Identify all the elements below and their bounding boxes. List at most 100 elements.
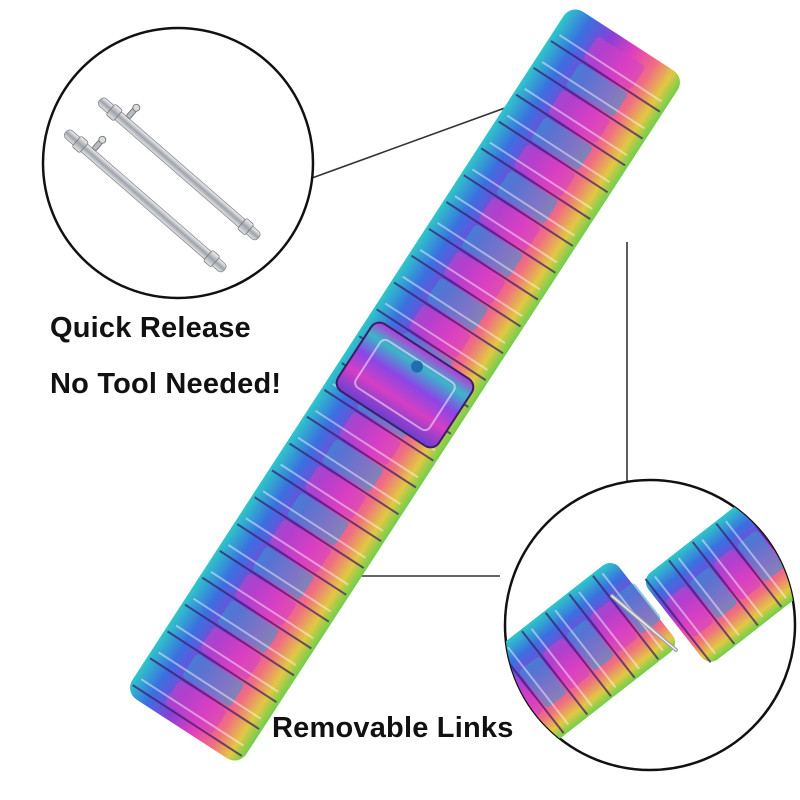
link-center [252,547,314,599]
link-separator [254,496,365,569]
spring-bar-pin-icon [97,97,261,241]
link-highlight [554,609,617,689]
link-highlight [262,490,367,559]
link-separator [498,120,609,194]
link-separator [393,281,504,355]
link-separator [288,442,400,516]
link-center [183,654,244,706]
link-highlight [701,538,764,618]
link-highlight [578,591,641,670]
quick-release-inset [41,26,315,300]
link-separator [271,469,382,543]
link-separator [306,415,417,489]
link-separator [323,389,434,462]
link-center [479,198,540,250]
spring-bar-pin-icon [63,129,227,273]
link-center [714,549,761,600]
link-highlight [297,436,401,505]
link-center [200,627,261,680]
link-center [666,586,713,637]
band-clasp [335,321,475,449]
link-highlight [210,571,314,640]
link-separator [715,522,783,608]
link-center [444,251,505,304]
link-highlight [677,557,740,636]
link-highlight [772,483,795,562]
link-separator [480,147,591,220]
link-separator [166,630,278,704]
link-separator [184,603,295,677]
link-separator [644,578,712,664]
link-separator [410,254,522,328]
link-highlight [384,302,489,371]
link-center [519,657,566,707]
link-highlight [506,114,611,183]
link-center [567,620,614,670]
link-separator [592,575,660,660]
link-pin-icon [610,594,678,652]
link-highlight [507,646,570,726]
link-center [340,412,401,465]
link-separator [236,523,347,596]
link-center [543,638,590,689]
link-highlight [489,141,593,210]
link-center [785,494,795,544]
link-separator [463,174,574,247]
link-center [514,144,575,197]
link-separator [691,541,759,627]
link-separator [376,308,487,381]
link-highlight [245,517,349,586]
link-center [305,466,366,519]
link-separator [132,684,243,757]
link-center [270,520,331,572]
link-center [566,64,627,116]
link-highlight [454,195,558,264]
link-center [462,225,523,277]
link-highlight [419,248,523,318]
link-center [737,531,784,581]
link-highlight [530,628,593,707]
link-separator [521,630,589,716]
link-separator [544,612,612,697]
link-separator [219,550,330,623]
link-highlight [471,168,576,237]
link-separator [515,93,626,167]
caption-removable-links: Removable Links [272,712,514,744]
watch-band [130,9,680,761]
link-highlight [227,544,332,613]
link-highlight [140,678,245,747]
link-separator [149,657,260,730]
link-separator [550,40,661,113]
link-highlight [541,61,645,130]
link-highlight [436,222,541,291]
link-highlight [558,34,663,103]
link-center [549,90,610,143]
link-center [165,681,226,733]
link-center [322,439,383,492]
link-highlight [524,87,628,157]
link-center [690,568,737,618]
caption-quick-release: Quick Release [50,312,251,344]
link-separator [201,576,312,650]
link-separator [532,66,644,140]
link-separator [668,559,736,645]
link-separator [568,593,636,679]
link-center [287,493,348,545]
link-center [614,583,661,634]
link-highlight [192,597,297,666]
link-separator [445,201,556,274]
link-center [235,573,296,626]
link-center [531,117,592,170]
link-center [584,37,645,89]
link-center [218,600,279,653]
link-highlight [654,575,717,655]
link-center [496,171,558,223]
link-separator [428,227,539,301]
link-highlight [158,651,262,720]
link-center [427,278,488,331]
caption-no-tool-needed: No Tool Needed! [50,368,282,400]
link-highlight [314,409,419,479]
link-highlight [280,463,384,532]
link-center [590,601,637,652]
